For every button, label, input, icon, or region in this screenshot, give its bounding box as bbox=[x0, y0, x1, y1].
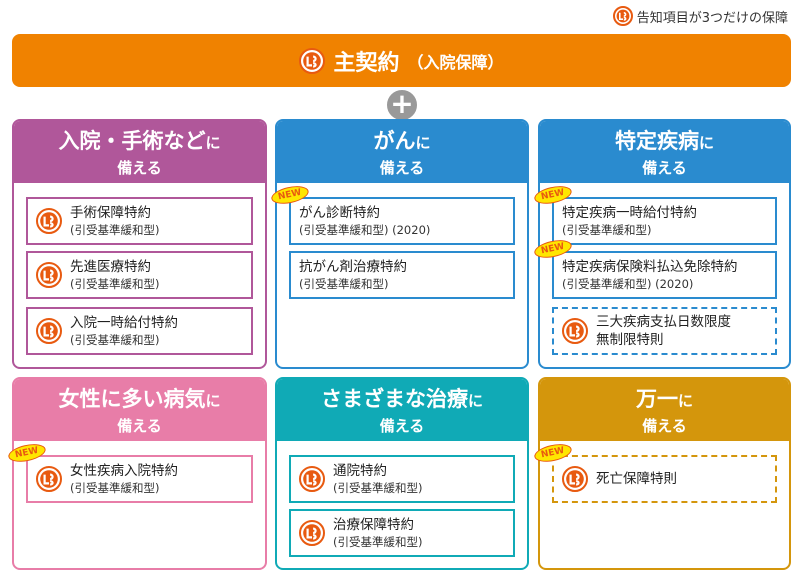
ok-hand-icon bbox=[612, 6, 633, 26]
rider-sub: 無制限特則 bbox=[596, 332, 664, 348]
ok-hand-icon bbox=[299, 47, 326, 74]
rider-item[interactable]: 手術保障特約 (引受基準緩和型) bbox=[26, 197, 253, 245]
legend-label: 告知項目が3つだけの保障 bbox=[636, 10, 788, 26]
card-subtitle: 備える bbox=[117, 417, 162, 435]
rider-name: 三大疾病支払日数限度 bbox=[596, 314, 731, 330]
card-women: 女性に多い病気に 備える NEW 女性疾病入院特約 (引受基準緩和型) bbox=[6, 377, 267, 570]
card-subtitle: 備える bbox=[379, 417, 425, 435]
rider-sub: (引受基準緩和型) bbox=[333, 481, 423, 495]
ok-hand-icon bbox=[299, 520, 325, 546]
rider-sub: (引受基準緩和型) bbox=[70, 333, 160, 347]
card-death: 万一に 備える NEW 死亡保障特則 bbox=[532, 377, 791, 570]
rider-item[interactable]: 三大疾病支払日数限度 無制限特則 bbox=[552, 307, 777, 355]
ok-hand-icon bbox=[299, 466, 325, 492]
card-header: がんに 備える bbox=[277, 121, 527, 183]
card-title-suffix: に bbox=[677, 392, 693, 410]
rider-item[interactable]: NEW がん診断特約 (引受基準緩和型) (2020) bbox=[269, 183, 515, 245]
card-header: 万一に 備える bbox=[540, 379, 789, 441]
ok-hand-icon bbox=[36, 208, 62, 234]
rider-sub: (引受基準緩和型) bbox=[70, 277, 160, 291]
new-badge: NEW bbox=[6, 441, 47, 465]
card-subtitle: 備える bbox=[379, 159, 425, 177]
card-title: 特定疾病 bbox=[614, 129, 699, 153]
card-header: 入院・手術などに 備える bbox=[14, 121, 265, 183]
card-cancer: がんに 備える NEW がん診断特約 (引受基準緩和型) (2020) 抗がん剤… bbox=[269, 119, 529, 369]
card-title: 女性に多い病気 bbox=[58, 387, 206, 411]
rider-item[interactable]: 治療保障特約 (引受基準緩和型) bbox=[289, 509, 515, 557]
rider-item[interactable]: 通院特約 (引受基準緩和型) bbox=[289, 455, 515, 503]
rider-item[interactable]: NEW 死亡保障特則 bbox=[532, 441, 777, 503]
rider-sub: (引受基準緩和型) bbox=[562, 223, 652, 237]
rider-name: 抗がん剤治療特約 bbox=[299, 259, 407, 275]
rider-name: 死亡保障特則 bbox=[596, 471, 677, 487]
rider-name: 入院一時給付特約 bbox=[70, 315, 178, 331]
rider-sub: (引受基準緩和型) bbox=[70, 223, 160, 237]
main-contract-banner: 主契約 （入院保障） bbox=[12, 34, 791, 87]
rider-name: 通院特約 bbox=[333, 463, 387, 479]
ok-hand-icon bbox=[36, 466, 62, 492]
card-title: 万一 bbox=[635, 387, 678, 411]
legend: 告知項目が3つだけの保障 bbox=[612, 6, 788, 26]
rider-item[interactable]: NEW 特定疾病保険料払込免除特約 (引受基準緩和型) (2020) bbox=[532, 237, 777, 299]
rider-item[interactable]: 先進医療特約 (引受基準緩和型) bbox=[26, 251, 253, 299]
card-surgery: 入院・手術などに 備える 手術保障特約 (引受基準緩和型) 先進医療特約 (引受… bbox=[12, 119, 267, 369]
card-specific: 特定疾病に 備える NEW 特定疾病一時給付特約 (引受基準緩和型) NEW 特… bbox=[532, 119, 791, 369]
card-title-suffix: に bbox=[467, 392, 483, 410]
rider-sub: (引受基準緩和型) (2020) bbox=[562, 277, 694, 291]
rider-sub: (引受基準緩和型) bbox=[299, 277, 389, 291]
card-title: さまざまな治療 bbox=[320, 387, 468, 411]
card-title-suffix: に bbox=[415, 134, 431, 152]
ok-hand-icon bbox=[36, 262, 62, 288]
rider-sub: (引受基準緩和型) (2020) bbox=[299, 223, 431, 237]
rider-name: 女性疾病入院特約 bbox=[70, 463, 178, 479]
rider-name: 特定疾病保険料払込免除特約 bbox=[562, 259, 738, 275]
card-title-suffix: に bbox=[698, 134, 714, 152]
rider-item[interactable]: 入院一時給付特約 (引受基準緩和型) bbox=[26, 307, 253, 355]
card-subtitle: 備える bbox=[642, 159, 687, 177]
ok-hand-icon bbox=[562, 318, 588, 344]
card-header: 女性に多い病気に 備える bbox=[14, 379, 265, 441]
plus-icon: + bbox=[384, 87, 420, 123]
new-badge: NEW bbox=[532, 441, 573, 465]
card-title-suffix: に bbox=[205, 134, 221, 152]
ok-hand-icon bbox=[562, 466, 588, 492]
rider-sub: (引受基準緩和型) bbox=[70, 481, 160, 495]
rider-name: がん診断特約 bbox=[299, 205, 380, 221]
rider-item[interactable]: NEW 特定疾病一時給付特約 (引受基準緩和型) bbox=[532, 183, 777, 245]
rider-item[interactable]: NEW 女性疾病入院特約 (引受基準緩和型) bbox=[6, 441, 253, 503]
rider-name: 治療保障特約 bbox=[333, 517, 414, 533]
card-subtitle: 備える bbox=[117, 159, 162, 177]
card-header: さまざまな治療に 備える bbox=[277, 379, 527, 441]
card-header: 特定疾病に 備える bbox=[540, 121, 789, 183]
rider-name: 手術保障特約 bbox=[70, 205, 151, 221]
rider-name: 先進医療特約 bbox=[70, 259, 151, 275]
rider-name: 特定疾病一時給付特約 bbox=[562, 205, 697, 221]
rider-item[interactable]: 抗がん剤治療特約 (引受基準緩和型) bbox=[289, 251, 515, 299]
main-title: 主契約 bbox=[333, 50, 400, 76]
card-title: 入院・手術など bbox=[58, 129, 206, 153]
ok-hand-icon bbox=[36, 318, 62, 344]
card-treatment: さまざまな治療に 備える 通院特約 (引受基準緩和型) 治療保障特約 (引受基準… bbox=[275, 377, 529, 570]
card-title-suffix: に bbox=[205, 392, 221, 410]
main-subtitle: （入院保障） bbox=[407, 52, 504, 72]
card-subtitle: 備える bbox=[642, 417, 687, 435]
rider-sub: (引受基準緩和型) bbox=[333, 535, 423, 549]
card-title: がん bbox=[373, 129, 416, 153]
